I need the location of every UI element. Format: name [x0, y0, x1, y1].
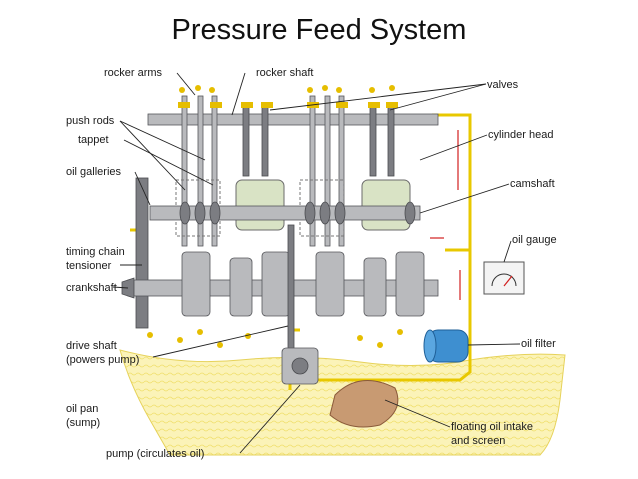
label-tappet: tappet [78, 134, 109, 146]
label-oil-filter: oil filter [521, 338, 556, 350]
label-camshaft: camshaft [510, 178, 555, 190]
label-rocker-arms: rocker arms [104, 67, 163, 79]
label-tensioner: tensioner [66, 260, 112, 272]
label-powers-pump: (powers pump) [66, 354, 139, 366]
label-sump: (sump) [66, 417, 100, 429]
rocker-arm-tips [178, 102, 398, 108]
leader-lines [112, 72, 521, 454]
label-cylinder-head: cylinder head [488, 129, 553, 141]
flow-arrows [430, 130, 461, 300]
floating-oil-intake [329, 379, 399, 428]
label-screen: and screen [451, 435, 505, 447]
label-crankshaft: crankshaft [66, 282, 117, 294]
label-valves: valves [487, 79, 519, 91]
page-title: Pressure Feed System [171, 14, 467, 46]
label-timing-chain: timing chain [66, 246, 125, 258]
label-oil-pan: oil pan [66, 403, 98, 415]
rocker-shaft [147, 113, 439, 126]
label-rocker-shaft: rocker shaft [256, 67, 313, 79]
drive-shaft [287, 224, 295, 351]
label-oil-gauge: oil gauge [512, 234, 557, 246]
oil-filter [423, 329, 469, 363]
oil-drops [147, 85, 403, 348]
label-oil-galleries: oil galleries [66, 166, 122, 178]
label-pump: pump (circulates oil) [106, 448, 204, 460]
oil-gauge [483, 261, 525, 295]
label-push-rods: push rods [66, 115, 115, 127]
timing-chain [135, 177, 149, 329]
label-drive-shaft: drive shaft [66, 340, 117, 352]
camshaft [149, 205, 421, 221]
label-floating-intake: floating oil intake [451, 421, 533, 433]
